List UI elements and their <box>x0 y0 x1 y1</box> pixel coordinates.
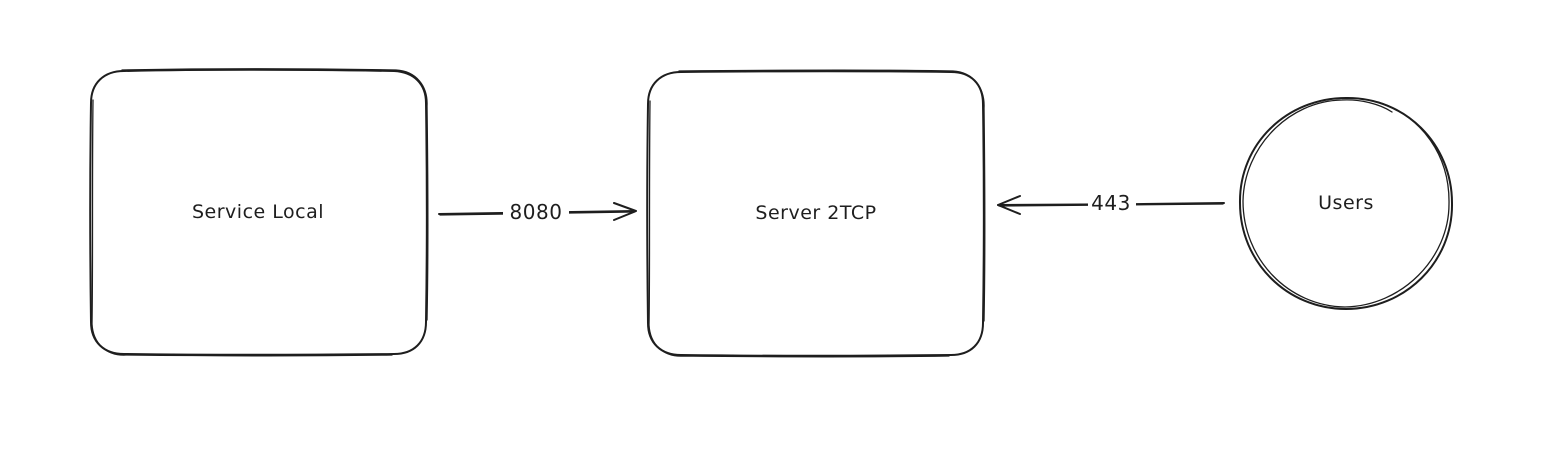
node-users-circle <box>1238 96 1454 310</box>
edge-443-arrowhead <box>997 195 1021 215</box>
edge-service-local-to-server-2tcp[interactable]: 8080 <box>438 198 637 226</box>
node-server-2tcp[interactable]: Server 2TCP <box>646 69 986 358</box>
node-service-local-label: Service Local <box>192 201 324 223</box>
node-users[interactable]: Users <box>1238 96 1454 310</box>
node-server-2tcp-box <box>646 70 985 357</box>
node-service-local[interactable]: Service Local <box>89 68 429 357</box>
edge-8080-label: 8080 <box>510 200 563 224</box>
edge-8080-arrowhead <box>613 202 637 221</box>
edge-443-label: 443 <box>1091 191 1131 215</box>
node-service-local-box <box>89 68 428 356</box>
node-users-label: Users <box>1318 192 1374 214</box>
node-server-2tcp-label: Server 2TCP <box>755 202 876 224</box>
edge-users-to-server-2tcp[interactable]: 443 <box>997 190 1225 218</box>
